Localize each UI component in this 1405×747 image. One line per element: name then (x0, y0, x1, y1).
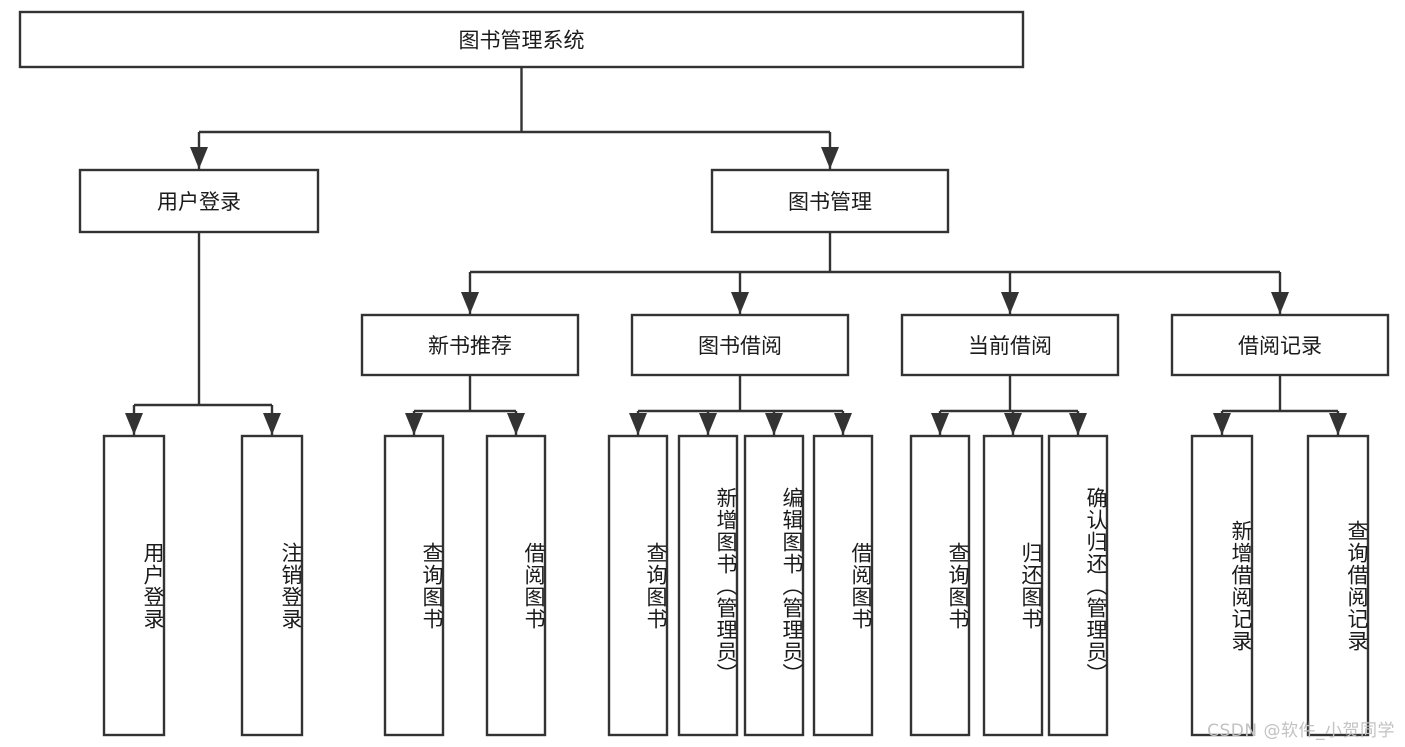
node-leaf-query-record[interactable] (1306, 434, 1370, 737)
arrow-head-icon (461, 292, 479, 314)
arrow-head-icon (1001, 292, 1019, 314)
node-label-book-borrow: 图书借阅 (698, 334, 782, 358)
node-book-borrow[interactable] (630, 313, 850, 377)
node-book-manage[interactable] (710, 168, 950, 234)
node-label-book-manage: 图书管理 (788, 190, 872, 214)
node-leaf-logout[interactable] (240, 434, 304, 737)
node-leaf-query-book-1[interactable] (383, 434, 445, 737)
node-current-borrow[interactable] (900, 313, 1120, 377)
arrow-head-icon (821, 147, 839, 169)
node-label-user-login: 用户登录 (157, 190, 241, 214)
node-new-book-recommend[interactable] (360, 313, 580, 377)
arrow-head-icon (405, 413, 423, 435)
arrow-head-icon (263, 413, 281, 435)
arrow-head-icon (125, 413, 143, 435)
arrow-head-icon (699, 413, 717, 435)
node-label-new-book-recommend: 新书推荐 (428, 334, 512, 358)
node-user-login[interactable] (78, 168, 320, 234)
node-leaf-add-book[interactable] (677, 434, 739, 737)
arrow-head-icon (931, 413, 949, 435)
arrow-head-icon (1069, 413, 1087, 435)
arrow-head-icon (731, 292, 749, 314)
node-root-title[interactable] (18, 10, 1025, 69)
arrow-head-icon (1271, 292, 1289, 314)
node-layer (18, 10, 1390, 737)
csdn-watermark: CSDN @软件_小贺同学 (1207, 721, 1395, 741)
arrow-head-icon (1329, 413, 1347, 435)
arrow-head-icon (1004, 413, 1022, 435)
arrow-head-icon (1213, 413, 1231, 435)
node-leaf-query-book-3[interactable] (909, 434, 971, 737)
node-leaf-return-book[interactable] (982, 434, 1044, 737)
connector-layer (125, 67, 1347, 435)
node-leaf-confirm-return[interactable] (1047, 434, 1109, 737)
node-borrow-record[interactable] (1170, 313, 1390, 377)
node-leaf-borrow-book-2[interactable] (812, 434, 874, 737)
node-leaf-borrow-book-1[interactable] (485, 434, 547, 737)
node-leaf-add-record[interactable] (1190, 434, 1254, 737)
node-label-current-borrow: 当前借阅 (968, 334, 1052, 358)
arrow-head-icon (190, 147, 208, 169)
arrow-head-icon (765, 413, 783, 435)
node-leaf-user-login[interactable] (102, 434, 166, 737)
node-leaf-query-book-2[interactable] (607, 434, 669, 737)
arrow-head-icon (834, 413, 852, 435)
node-leaf-edit-book[interactable] (743, 434, 805, 737)
arrow-head-icon (629, 413, 647, 435)
node-label-root: 图书管理系统 (459, 29, 585, 53)
node-label-borrow-record: 借阅记录 (1238, 334, 1322, 358)
arrow-head-icon (507, 413, 525, 435)
